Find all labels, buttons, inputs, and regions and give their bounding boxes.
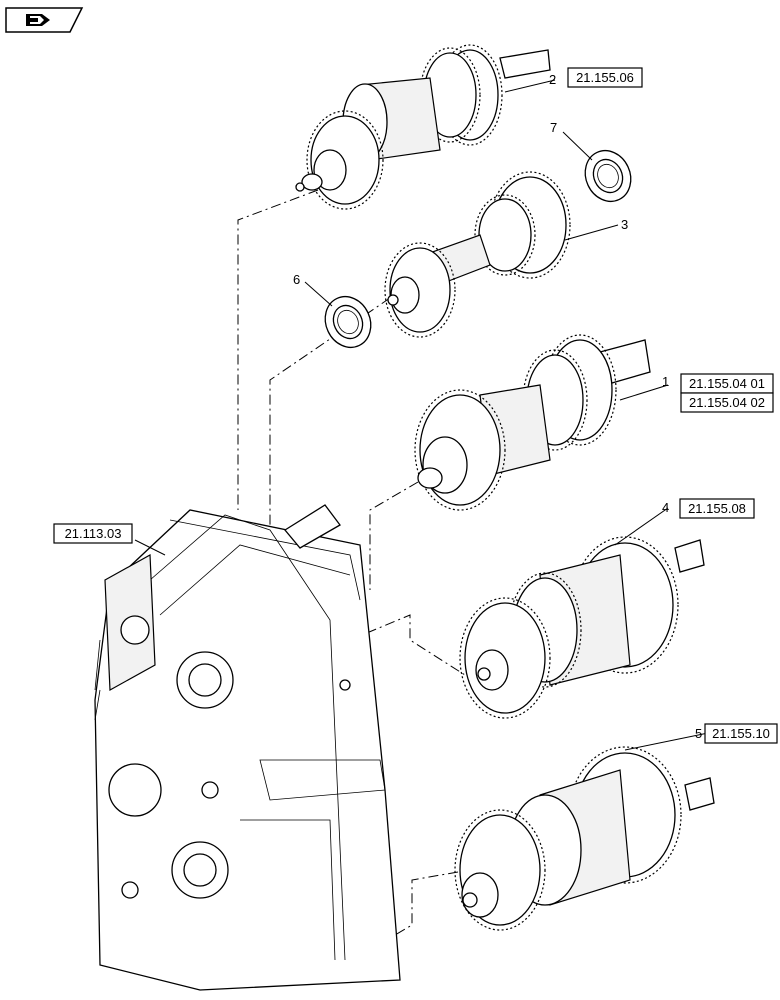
leader-lines: [134, 79, 709, 751]
ref-part-5[interactable]: 21.155.10: [704, 723, 778, 744]
part-3-countershaft: [384, 171, 571, 338]
ref-part-4-label: 21.155.08: [688, 501, 746, 516]
nav-button[interactable]: [5, 7, 84, 33]
ref-part-2[interactable]: 21.155.06: [567, 67, 643, 88]
ref-part-5-label: 21.155.10: [712, 726, 770, 741]
ref-part-1-b-label: 21.155.04 02: [689, 395, 765, 410]
callout-6: 6: [293, 272, 300, 287]
ref-part-1-a[interactable]: 21.155.04 01: [680, 373, 774, 394]
return-arrow-icon: [26, 14, 50, 26]
part-4-gear-assembly: [459, 536, 705, 719]
part-2-gear-shaft: [295, 44, 551, 210]
callout-3: 3: [621, 217, 628, 232]
ref-part-2-label: 21.155.06: [576, 70, 634, 85]
part-7-bearing: [584, 150, 632, 202]
ref-housing[interactable]: 21.113.03: [53, 523, 133, 544]
part-6-bearing: [324, 296, 372, 348]
callout-4: 4: [662, 500, 669, 515]
callout-2: 2: [549, 72, 556, 87]
transmission-housing: [94, 504, 401, 991]
callout-1: 1: [662, 374, 669, 389]
callout-5: 5: [695, 726, 702, 741]
ref-housing-label: 21.113.03: [65, 526, 122, 541]
ref-part-4[interactable]: 21.155.08: [679, 498, 755, 519]
ref-part-1-b[interactable]: 21.155.04 02: [680, 392, 774, 413]
ref-part-1-a-label: 21.155.04 01: [689, 376, 765, 391]
part-5-gear-assembly: [454, 746, 715, 931]
callout-7: 7: [550, 120, 557, 135]
part-1-main-shaft: [414, 334, 651, 511]
